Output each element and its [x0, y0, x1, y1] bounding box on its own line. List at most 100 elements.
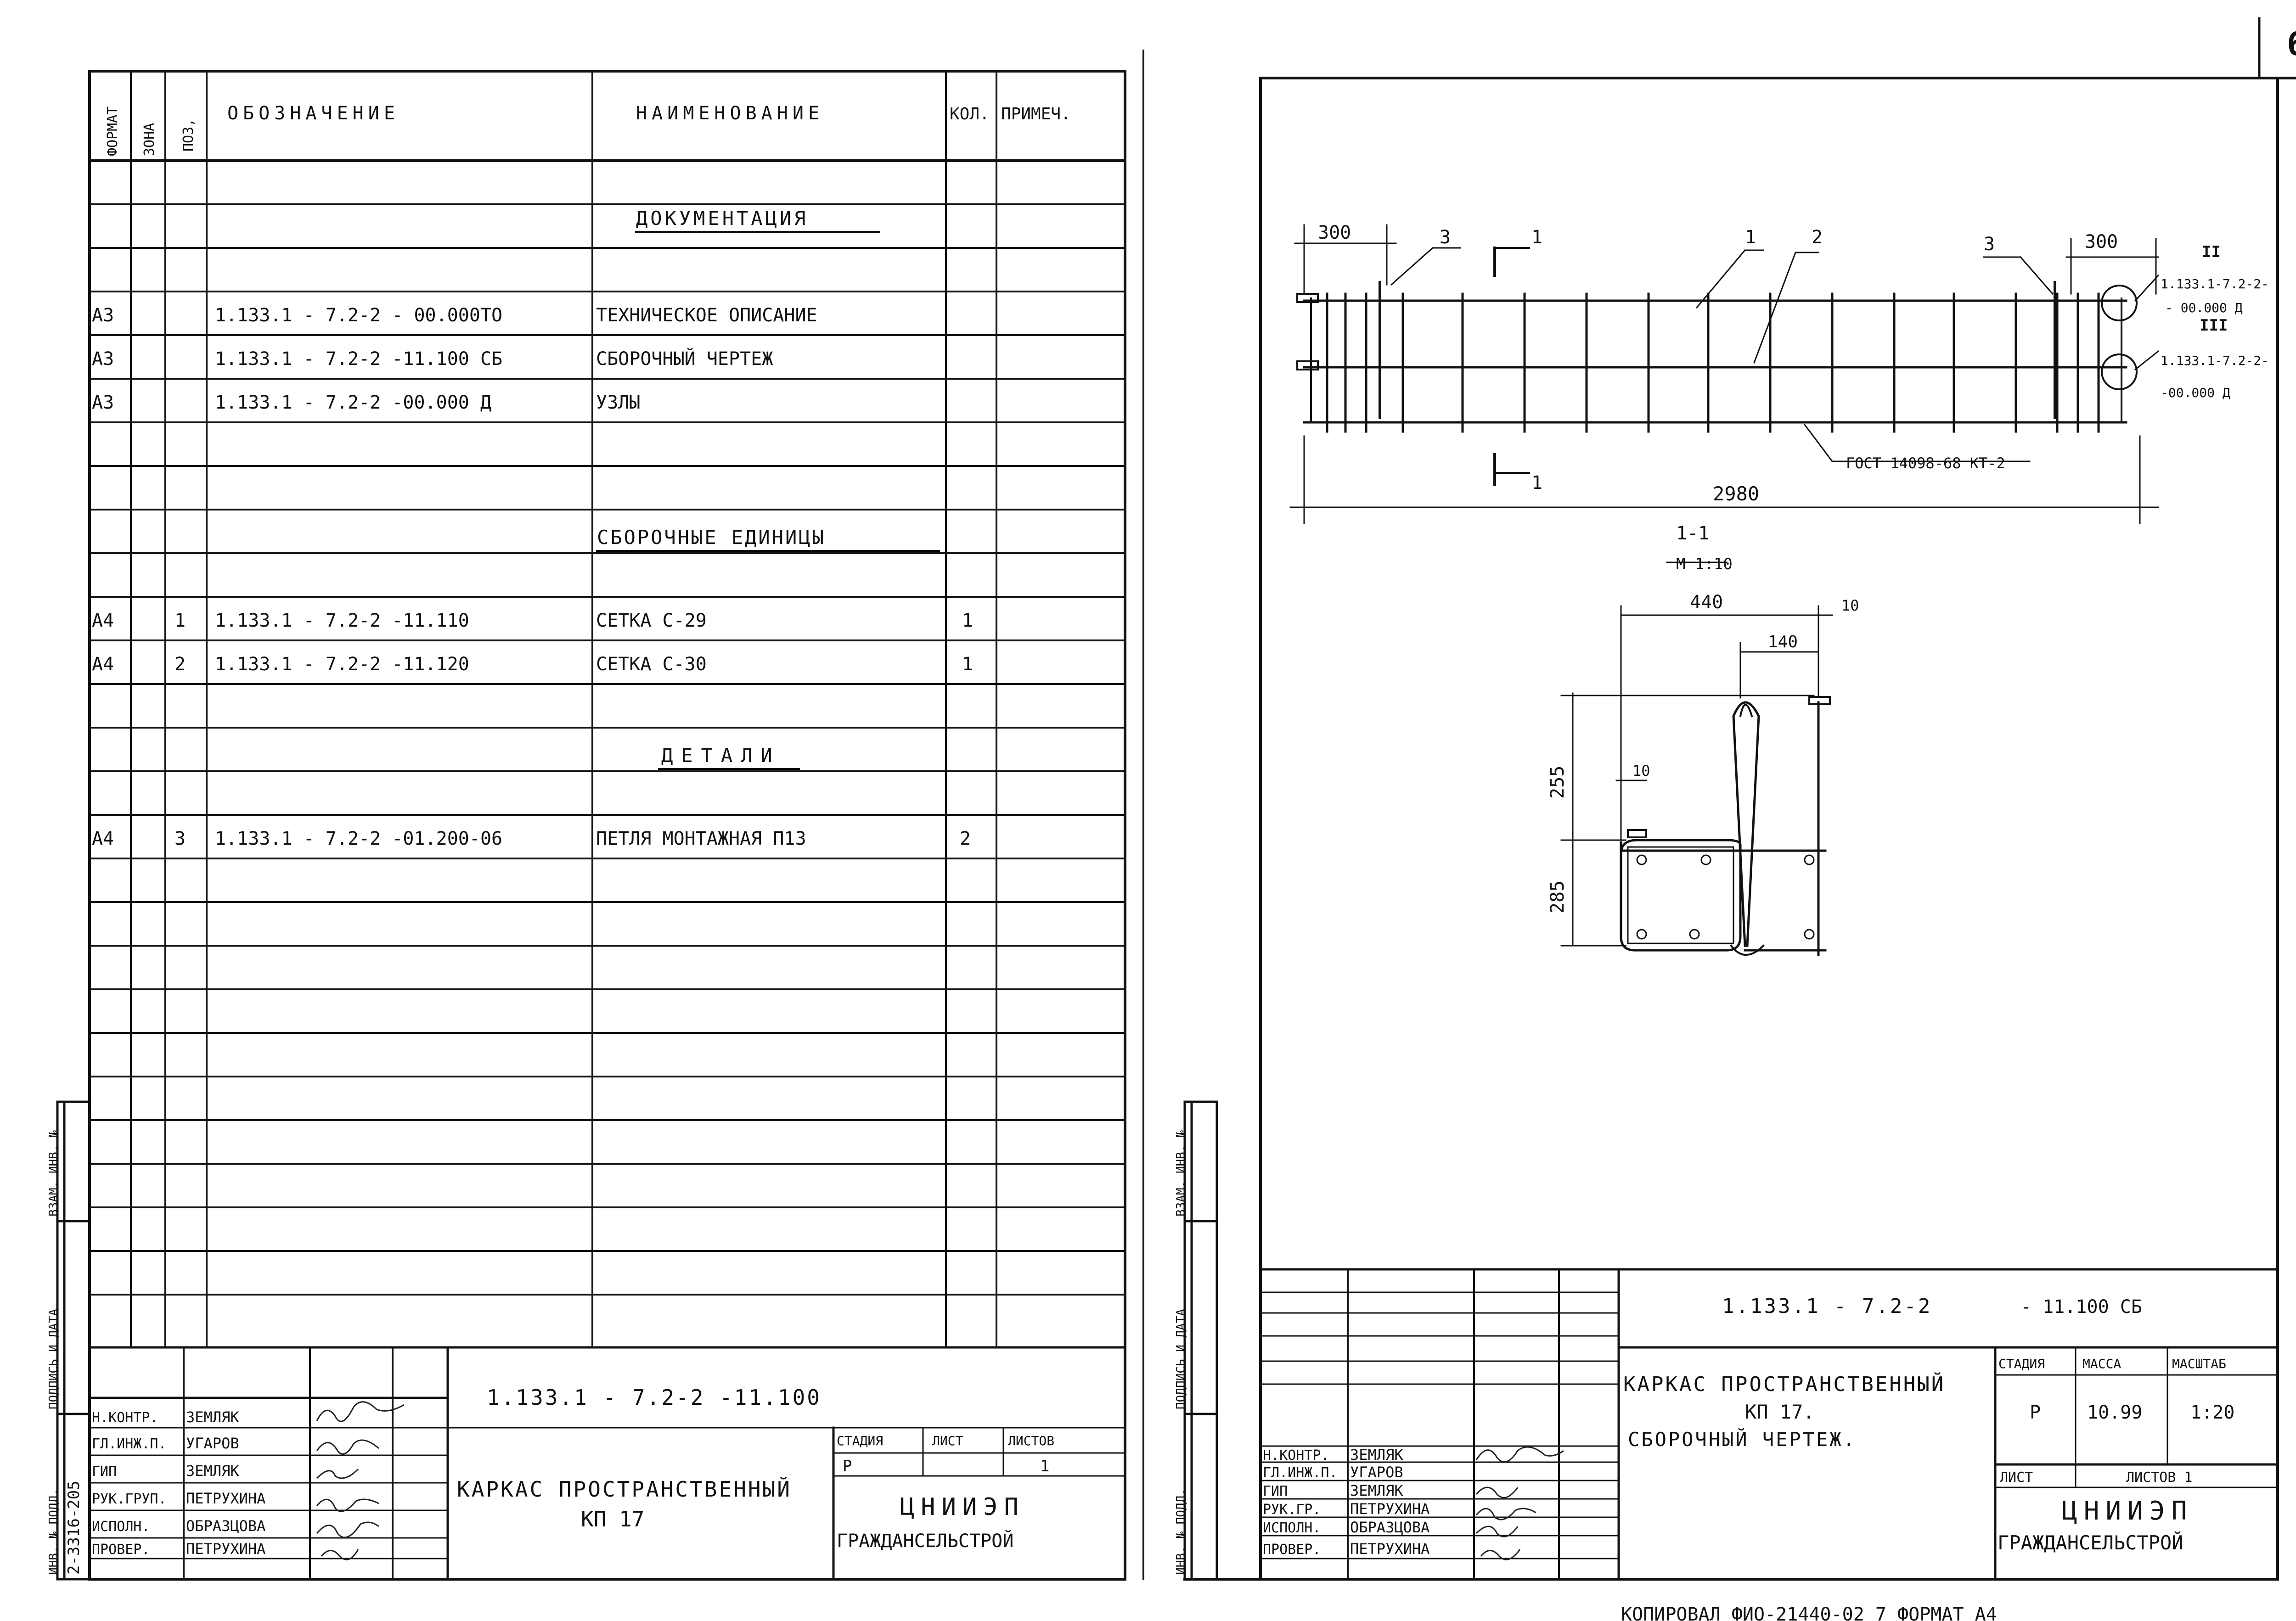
row-pos: 2	[174, 654, 186, 675]
row-designation: 1.133.1 - 7.2-2 -01.200-06	[215, 828, 502, 849]
row-format: А4	[92, 654, 114, 675]
spec-row: А4 2 1.133.1 - 7.2-2 -11.120 СЕТКА С-30 …	[92, 654, 973, 675]
section-assemblies: СБОРОЧНЫЕ ЕДИНИЦЫ	[597, 526, 826, 549]
right-org-2: ГРАЖДАНСЕЛЬСТРОЙ	[1998, 1531, 2183, 1554]
person-name: ЗЕМЛЯК	[1350, 1482, 1403, 1499]
dim-right-end: 300	[2085, 231, 2118, 252]
left-stamp-code: 1.133.1 - 7.2-2 -11.100	[487, 1385, 822, 1410]
row-designation: 1.133.1 - 7.2-2 - 00.000ТО	[215, 305, 502, 326]
node-2-ref-a: 1.133.1-7.2-2-	[2161, 276, 2269, 292]
row-format: А4	[92, 828, 114, 849]
spec-row: А3 1.133.1 - 7.2-2 -11.100 СБ СБОРОЧНЫЙ …	[92, 348, 773, 370]
side-label-inv: ИНВ. № ПОДЛ.	[1174, 1488, 1188, 1575]
person-name: УГАРОВ	[1350, 1464, 1403, 1481]
right-scale-header: МАСШТАБ	[2172, 1356, 2226, 1371]
side-label-sign: ПОДПИСЬ И ДАТА	[1174, 1309, 1188, 1409]
left-org-1: ЦНИИЭП	[900, 1493, 1025, 1521]
node-2-ref-b: - 00.000 Д	[2165, 300, 2243, 315]
right-frame	[1183, 17, 2296, 1581]
left-title-block	[88, 1346, 1126, 1581]
gost-label: ГОСТ 14098-68 КТ-2	[1846, 454, 2005, 472]
row-designation: 1.133.1 - 7.2-2 -11.100 СБ	[215, 348, 502, 370]
row-designation: 1.133.1 - 7.2-2 -11.110	[215, 610, 469, 631]
right-side-strip	[1183, 1100, 1218, 1581]
person-name: УГАРОВ	[186, 1435, 239, 1452]
role: ГИП	[92, 1464, 117, 1480]
left-sheet-header: ЛИСТ	[932, 1433, 963, 1448]
row-name: СБОРОЧНЫЙ ЧЕРТЕЖ	[596, 348, 773, 370]
left-sheets-header: ЛИСТОВ	[1008, 1433, 1054, 1448]
left-stage-header: СТАДИЯ	[837, 1433, 883, 1448]
right-sheets-header: ЛИСТОВ 1	[2126, 1470, 2193, 1486]
row-name: СЕТКА С-29	[596, 610, 707, 631]
left-stamp-people: Н.КОНТР. ЗЕМЛЯК ГЛ.ИНЖ.П. УГАРОВ ГИП ЗЕМ…	[92, 1408, 265, 1558]
section-docs: ДОКУМЕНТАЦИЯ	[636, 207, 808, 230]
dim-tiny-2: 10	[1632, 762, 1650, 780]
leader-3b: 3	[1984, 234, 1995, 255]
dim-height-top: 255	[1547, 766, 1568, 799]
dim-inner: 140	[1768, 633, 1798, 651]
side-label-replace: ВЗАМ. ИНВ. №	[1174, 1130, 1188, 1217]
side-label-sign: ПОДПИСЬ И ДАТА	[47, 1309, 61, 1409]
node-3-ref-b: -00.000 Д	[2161, 385, 2230, 400]
page-number: 6	[2287, 25, 2296, 63]
section-mark-top: 1	[1531, 227, 1542, 248]
dim-left-end: 300	[1318, 222, 1351, 243]
row-qty: 2	[960, 828, 971, 849]
right-scale-value: 1:20	[2190, 1402, 2234, 1423]
dim-tiny-1: 10	[1841, 597, 1859, 614]
person-name: ПЕТРУХИНА	[186, 1490, 265, 1507]
node-2-mark: II	[2202, 243, 2221, 261]
section-scale: М 1:10	[1676, 555, 1733, 573]
header-name: НАИМЕНОВАНИЕ	[636, 103, 824, 124]
left-frame	[88, 70, 1126, 1581]
section-1-1	[1620, 561, 1831, 956]
left-stage-value: Р	[843, 1457, 852, 1475]
person-name: ПЕТРУХИНА	[1350, 1540, 1429, 1558]
left-stamp-title-1: КАРКАС ПРОСТРАНСТВЕННЫЙ	[457, 1477, 792, 1502]
right-org-1: ЦНИИЭП	[2062, 1496, 2193, 1526]
row-name: УЗЛЫ	[596, 392, 640, 413]
bottom-note: КОПИРОВАЛ ФИО-21440-02 7 ФОРМАТ А4	[1621, 1604, 1997, 1621]
right-stamp-people: Н.КОНТР. ЗЕМЛЯК ГЛ.ИНЖ.П. УГАРОВ ГИП ЗЕМ…	[1263, 1446, 1429, 1558]
spec-grid	[88, 70, 1126, 1348]
role: ИСПОЛН.	[1263, 1520, 1321, 1536]
right-stamp-title-1: КАРКАС ПРОСТРАНСТВЕННЫЙ	[1623, 1372, 1945, 1396]
leader-2: 2	[1812, 227, 1823, 248]
section-dimensions	[1560, 605, 1833, 947]
person-name: ЗЕМЛЯК	[186, 1408, 239, 1426]
header-note: ПРИМЕЧ.	[1001, 105, 1071, 123]
role: Н.КОНТР.	[92, 1410, 158, 1426]
dim-height-bottom: 285	[1547, 881, 1568, 914]
right-title-block	[1259, 1268, 2279, 1581]
row-name: СЕТКА С-30	[596, 654, 707, 675]
row-format: А3	[92, 348, 114, 370]
left-signatures	[316, 1401, 405, 1560]
role: Н.КОНТР.	[1263, 1447, 1329, 1464]
section-title: 1-1	[1676, 523, 1709, 544]
right-stamp-title-3: СБОРОЧНЫЙ ЧЕРТЕЖ.	[1628, 1428, 1857, 1451]
section-mark-bottom: 1	[1531, 472, 1542, 494]
right-stage-value: Р	[2030, 1402, 2041, 1423]
left-stamp-title-2: КП 17	[581, 1507, 644, 1531]
role: ПРОВЕР.	[1263, 1542, 1321, 1558]
row-format: А3	[92, 305, 114, 326]
left-org-2: ГРАЖДАНСЕЛЬСТРОЙ	[837, 1530, 1013, 1552]
leader-3a: 3	[1440, 227, 1451, 248]
side-label-replace: ВЗАМ. ИНВ. №	[47, 1130, 61, 1217]
header-format: ФОРМАТ	[105, 107, 121, 156]
role: РУК.ГРУП.	[92, 1491, 167, 1507]
right-sheet-header: ЛИСТ	[2000, 1470, 2033, 1486]
person-name: ОБРАЗЦОВА	[1350, 1519, 1429, 1536]
row-pos: 3	[174, 828, 186, 849]
right-mass-value: 10.99	[2087, 1402, 2142, 1423]
spec-row: А3 1.133.1 - 7.2-2 -00.000 Д УЗЛЫ	[92, 392, 640, 413]
node-3-ref-a: 1.133.1-7.2-2-	[2161, 353, 2269, 368]
header-zone: ЗОНА	[141, 123, 158, 156]
right-mass-header: МАССА	[2082, 1356, 2121, 1371]
spec-row: А4 3 1.133.1 - 7.2-2 -01.200-06 ПЕТЛЯ МО…	[92, 828, 971, 849]
right-stage-header: СТАДИЯ	[1998, 1356, 2045, 1371]
person-name: ПЕТРУХИНА	[186, 1540, 265, 1558]
person-name: ЗЕМЛЯК	[186, 1462, 239, 1480]
row-pos: 1	[174, 610, 186, 631]
